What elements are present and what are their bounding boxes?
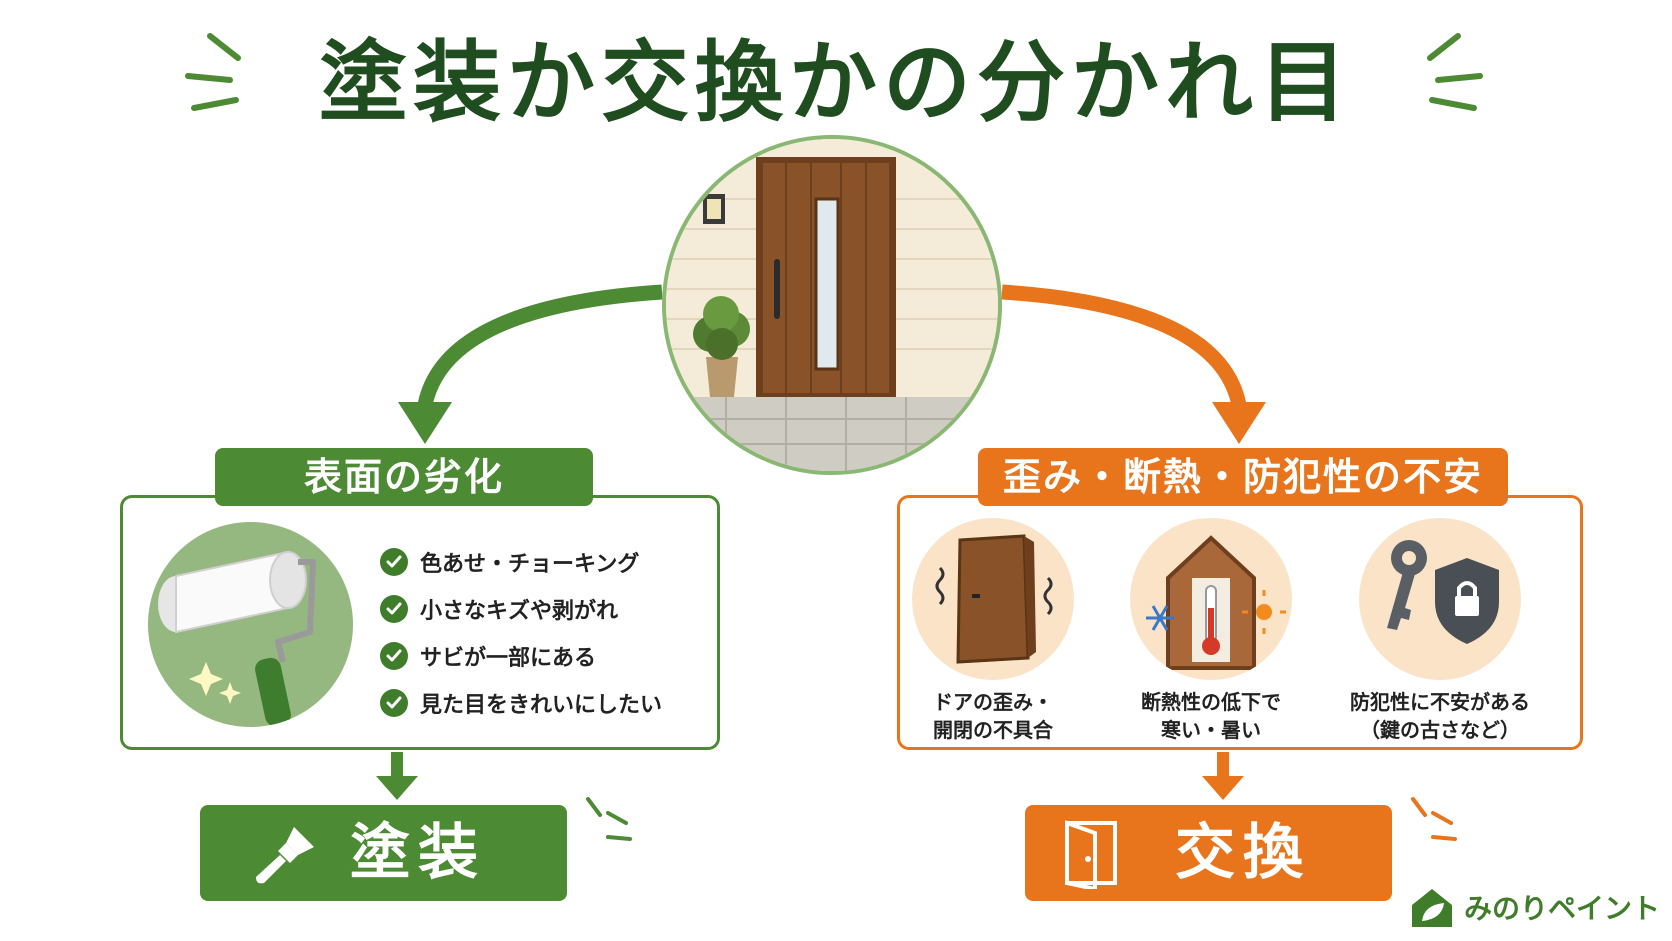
brand-name: みのりペイント [1464,892,1661,925]
concern-item-warped-door: ドアの歪み・開閉の不具合 [893,518,1093,744]
left-branch-arrow [417,284,663,407]
concern-caption-line: （鍵の古さなど） [1360,718,1520,742]
check-circle-icon [380,594,408,623]
front-door-icon [666,139,998,471]
checklist-item-text: サビが一部にある [420,645,597,671]
right-branch-arrowhead [1212,402,1266,444]
checklist-item: サビが一部にある [380,632,662,679]
concern-item-insulation: 断熱性の低下で寒い・暑い [1111,518,1311,744]
page-title: 塗装か交換かの分かれ目 [318,31,1353,134]
concern-caption-line: ドアの歪み・ [933,690,1053,714]
checklist-item-text: 色あせ・チョーキング [420,551,640,577]
result-paint: 塗装 [200,805,567,901]
entrance-door-illustration [662,135,1002,475]
leaf-house-icon [1412,889,1452,927]
concern-caption-line: 開閉の不具合 [933,718,1053,742]
paint-roller-icon [158,550,316,727]
check-circle-icon [380,688,408,717]
title-burst-right-icon [1427,33,1483,111]
deterioration-checklist: 色あせ・チョーキング 小さなキズや剥がれ サビが一部にある 見た目をきれいにした… [380,538,662,726]
result-replace-label: 交換 [1175,818,1311,888]
key-shield-icon [1359,518,1521,680]
result-replace: 交換 [1025,805,1392,901]
structural-concerns-heading: 歪み・断熱・防犯性の不安 [978,448,1508,506]
checklist-item: 色あせ・チョーキング [380,538,662,585]
open-door-icon [1065,820,1117,889]
checklist-item: 見た目をきれいにしたい [380,679,662,726]
warped-door-icon [912,518,1074,680]
result-burst-left-icon [586,797,632,841]
brand-logo: みのりペイント [1408,885,1660,929]
down-arrow-left-icon [376,752,418,800]
result-paint-label: 塗装 [350,818,486,888]
paint-roller-illustration [148,522,353,727]
surface-deterioration-heading: 表面の劣化 [215,448,593,506]
checklist-item-text: 見た目をきれいにしたい [420,692,663,718]
paint-brush-icon [256,827,314,884]
checklist-item: 小さなキズや剥がれ [380,585,662,632]
concern-caption-line: 防犯性に不安がある [1350,690,1530,714]
thermometer-house-icon [1130,518,1292,680]
concern-item-security: 防犯性に不安がある （鍵の古さなど） [1340,518,1540,744]
concern-caption-line: 断熱性の低下で [1141,690,1281,714]
left-branch-arrowhead [398,402,452,444]
down-arrow-right-icon [1202,752,1244,800]
check-circle-icon [380,547,408,576]
result-burst-right-icon [1411,797,1457,841]
check-circle-icon [380,641,408,670]
title-burst-left-icon [185,33,241,111]
right-branch-arrow [1001,284,1247,407]
checklist-item-text: 小さなキズや剥がれ [420,598,619,624]
concern-caption-line: 寒い・暑い [1161,718,1261,742]
